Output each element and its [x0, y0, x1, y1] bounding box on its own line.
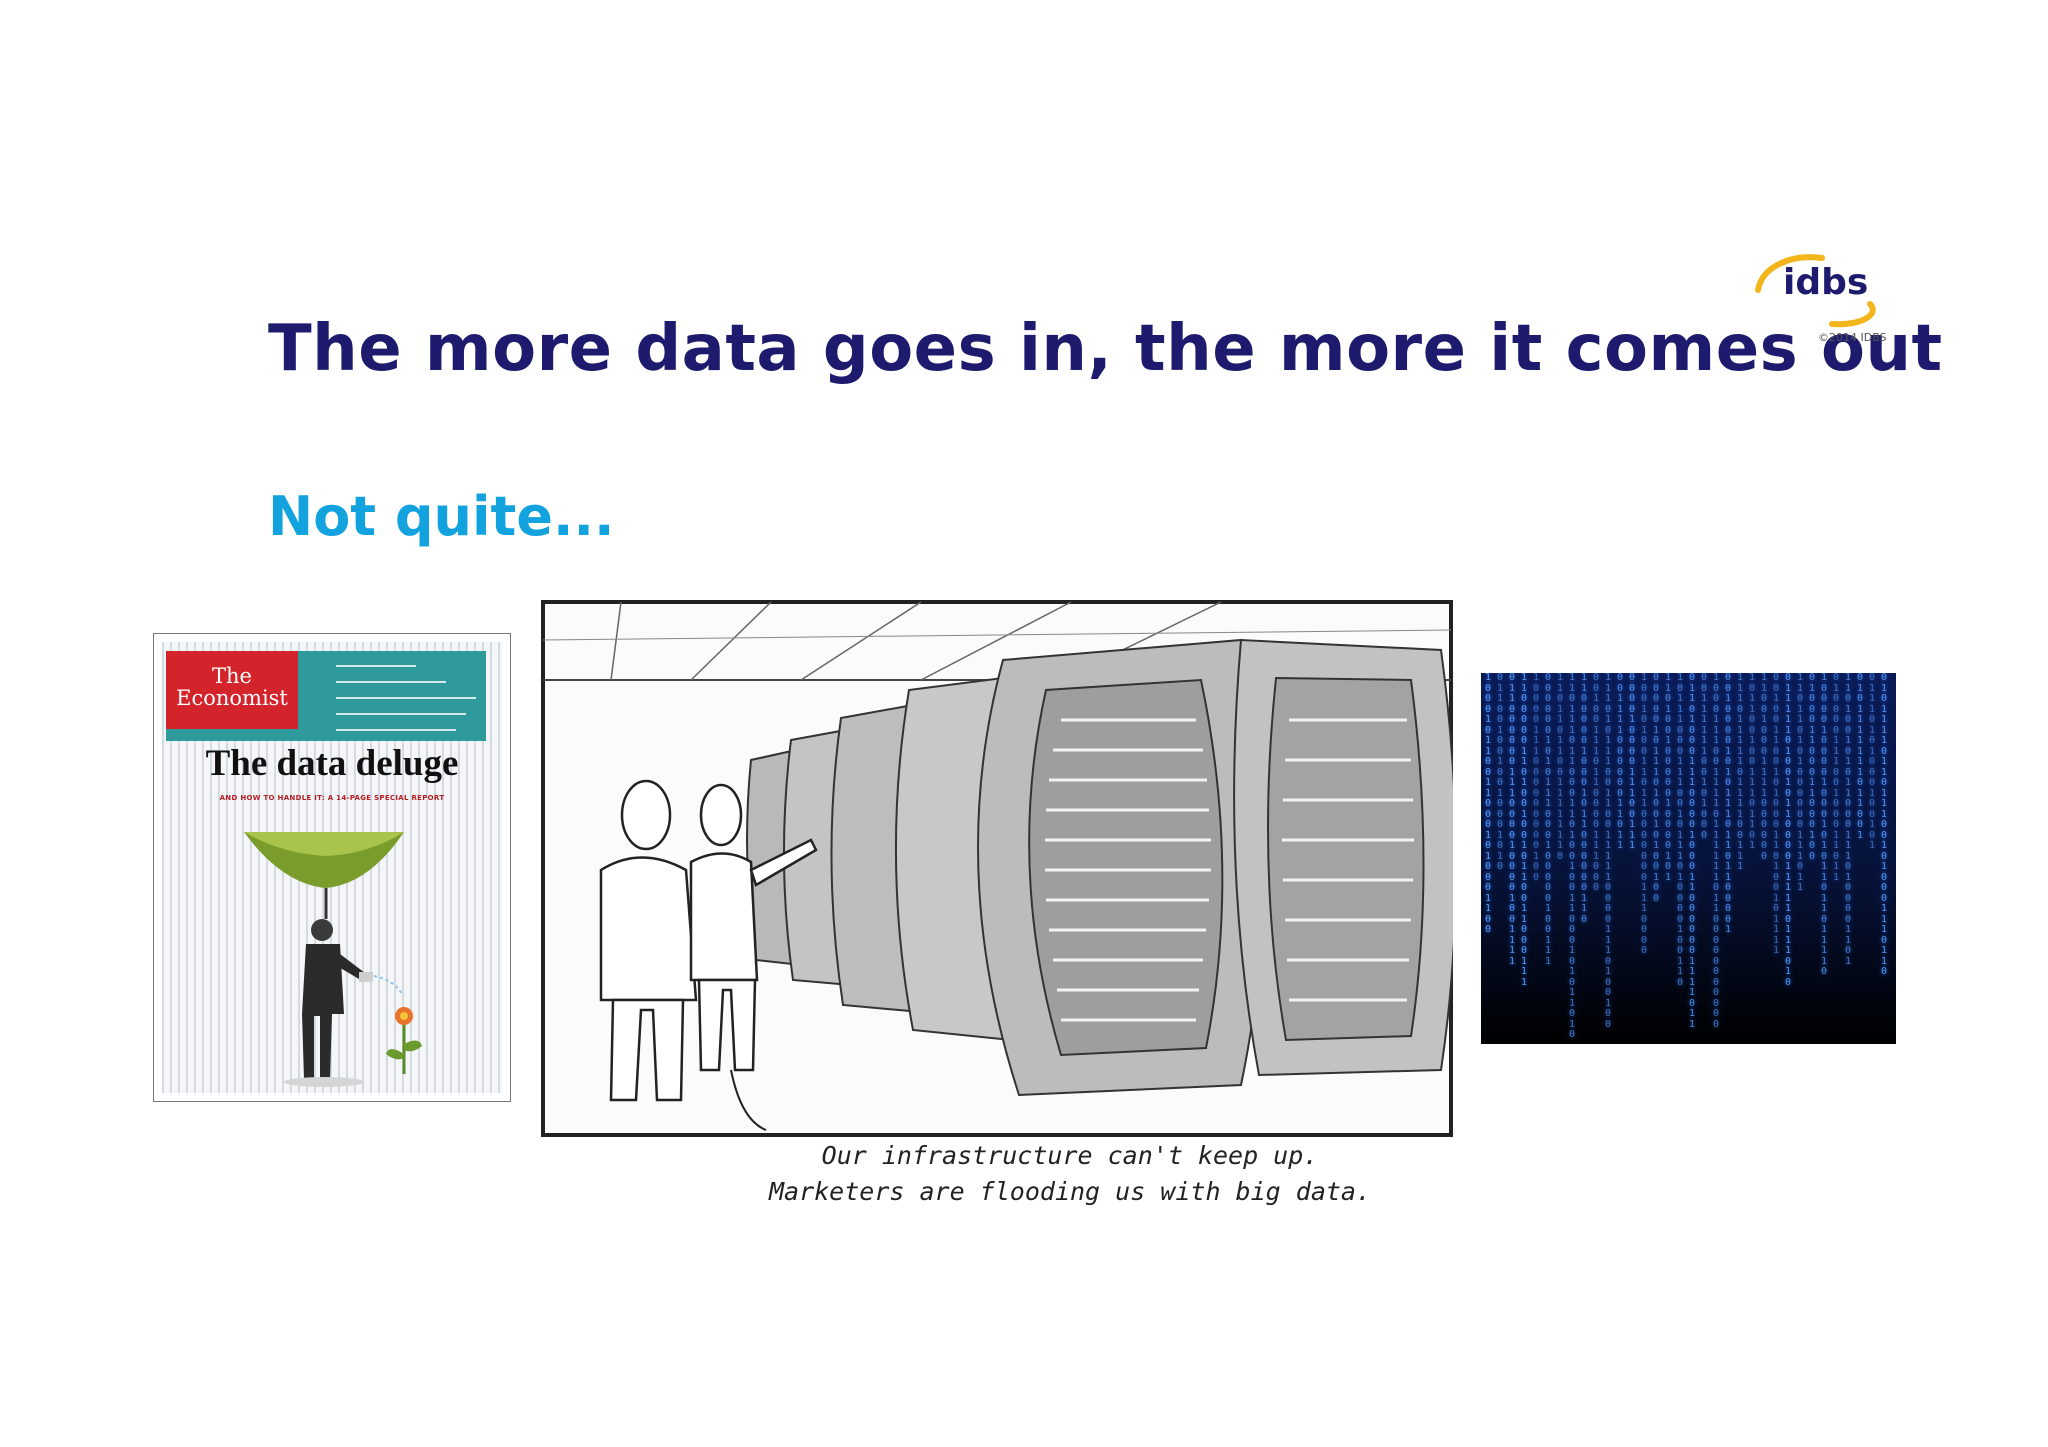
binary-column: 100101001101100000001110000	[1641, 673, 1648, 956]
idbs-logo-icon	[1755, 254, 1876, 328]
cover-strapline: AND HOW TO HANDLE IT: A 14-PAGE SPECIAL …	[219, 794, 445, 802]
binary-column: 0010000101011101101100001	[1725, 673, 1732, 935]
caption-line2: Marketers are flooding us with big data.	[768, 1177, 1372, 1206]
masthead-line1: The	[212, 664, 252, 688]
binary-column: 0110100011100001000110000001111011	[1689, 673, 1696, 1030]
caption-line1: Our infrastructure can't keep up.	[821, 1141, 1319, 1170]
binary-column: 0101111111011001	[1857, 673, 1864, 841]
copyright-text: ©2014 IDBS	[1818, 331, 1887, 344]
umbrella-man-illustration	[244, 832, 422, 1087]
binary-column: 01110101000100101	[1869, 673, 1876, 851]
binary-column: 0110000001110000100001001111	[1509, 673, 1516, 967]
binary-code-image: 1000101100110001010001100 011001001001000…	[1481, 673, 1896, 1044]
economist-cover-image: The Economist The data deluge AND HOW TO…	[153, 633, 511, 1102]
binary-column: 001001100101000110100101111	[1773, 673, 1780, 956]
binary-column: 1110111110111100111	[1737, 673, 1744, 872]
cartoon-drawing	[541, 600, 1453, 1137]
binary-column: 11011101100011010010011000101011010	[1569, 673, 1576, 1040]
slide-title: The more data goes in, the more it comes…	[268, 312, 1943, 386]
binary-column: 010001100011000100	[1809, 673, 1816, 862]
binary-column: 110000011010010010110011000111	[1521, 673, 1528, 988]
binary-column: 1101001010110001110100001101	[1845, 673, 1852, 967]
logo-wordmark: idbs	[1783, 262, 1869, 303]
binary-column: 01011110110111001010001110110	[1881, 673, 1888, 977]
binary-column: 0110010010010001010	[1497, 673, 1504, 872]
binary-column: 101110001110010111010000100110	[1677, 673, 1684, 988]
cartoon-caption: Our infrastructure can't keep up. Market…	[700, 1138, 1440, 1210]
server-cartoon-image	[541, 600, 1453, 1137]
binary-column: 0000010111010010100100	[1653, 673, 1660, 904]
binary-column: 1110101110011001111100001110100100	[1605, 673, 1612, 1030]
masthead-line2: Economist	[176, 686, 288, 710]
binary-column: 11010010000010000101	[1665, 673, 1672, 883]
binary-column: 10110010011101101	[1749, 673, 1756, 851]
binary-column: 10000100001000101011011011110	[1821, 673, 1828, 977]
binary-column: 110110110011111110	[1557, 673, 1564, 862]
binary-column: 00111100000011011	[1617, 673, 1624, 851]
binary-column: 1000101100110001010001100	[1485, 673, 1492, 935]
binary-column: 110000010001011000000110	[1581, 673, 1588, 925]
binary-column: 001001110110000111000	[1593, 673, 1600, 893]
binary-column: 0011111100101000	[1701, 673, 1708, 841]
binary-column: 10000111000000000100	[1533, 673, 1540, 883]
cover-headline: The data deluge	[205, 743, 459, 784]
binary-column: 110110101000000111011	[1797, 673, 1804, 893]
binary-column: 00001000011100111	[1629, 673, 1636, 851]
economist-masthead: The Economist	[166, 651, 298, 729]
binary-column: 110010001111000000	[1761, 673, 1768, 862]
binary-column: 011111010010110000111110111010	[1785, 673, 1792, 988]
slide-subtitle: Not quite...	[268, 485, 615, 548]
binary-column: 1000111001111011111101100000000000	[1713, 673, 1720, 1030]
binary-column: 01000011100100011011	[1833, 673, 1840, 883]
binary-column: 0000001010111000100000100111	[1545, 673, 1552, 967]
